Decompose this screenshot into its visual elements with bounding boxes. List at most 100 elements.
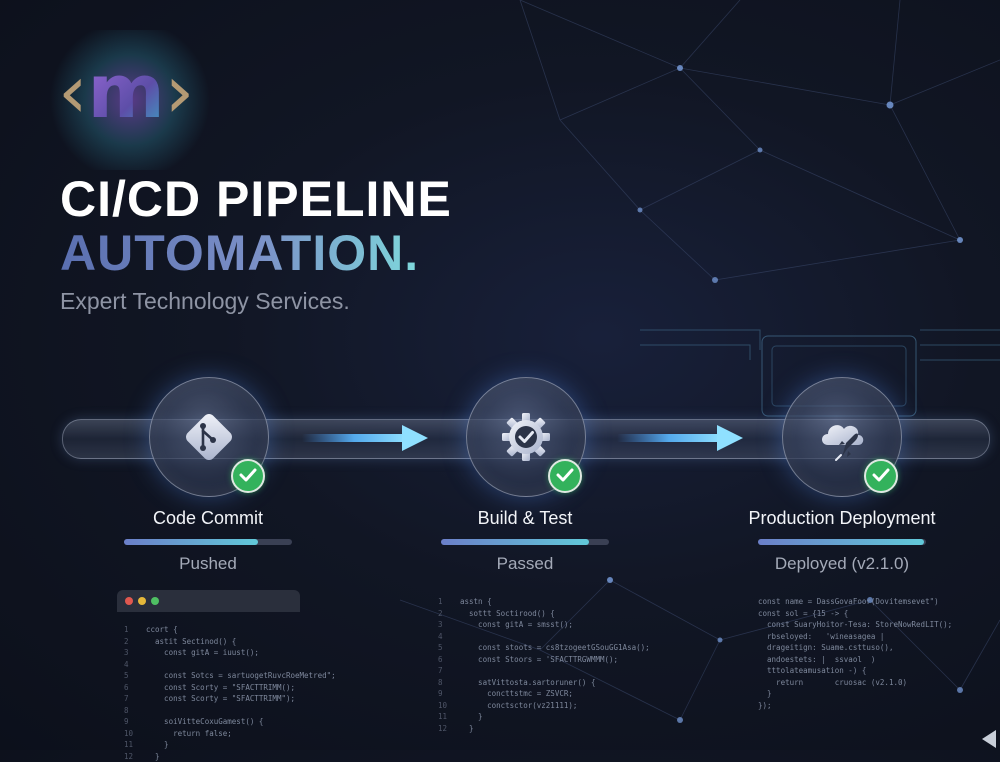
code-line: return cruosac (v2.1.0) — [758, 677, 952, 689]
line-number: 7 — [124, 693, 146, 705]
code-line: }); — [758, 700, 952, 712]
code-text: } — [460, 724, 474, 733]
code-text: const Scorty = "SFACTTRIMM(); — [146, 683, 295, 692]
line-number: 10 — [124, 728, 146, 740]
code-line: drageitign: Suame.csttuso(), — [758, 642, 952, 654]
code-line: 4 — [438, 631, 650, 643]
code-text: drageitign: Suame.csttuso(), — [758, 643, 893, 652]
check-icon — [548, 459, 582, 493]
code-text: }); — [758, 701, 772, 710]
line-number: 4 — [124, 659, 146, 671]
hero-title-line1: CI/CD PIPELINE — [60, 170, 452, 228]
arrow-right-icon — [302, 422, 430, 454]
stage-status: Deployed (v2.1.0) — [712, 554, 972, 574]
line-number: 2 — [124, 636, 146, 648]
code-line: 9 soiVitteCoxuGamest() { — [124, 716, 336, 728]
code-line: 3 const gitA = smsst(); — [438, 619, 650, 631]
code-text: } — [146, 740, 169, 749]
code-text: const Sotcs = sartuogetRuvcRoeMetred"; — [146, 671, 336, 680]
brand-logo: ‹m› — [58, 52, 194, 132]
code-text: andoestets: | ssvaol ) — [758, 655, 875, 664]
stage-progress-fill — [441, 539, 589, 545]
code-line: const sol = {15 -> { — [758, 608, 952, 620]
stage-label: Build & Test — [395, 508, 655, 529]
stage-progress-bar — [758, 539, 926, 545]
window-maximize-dot — [151, 597, 159, 605]
code-text: const sol = {15 -> { — [758, 609, 848, 618]
hero-subtitle: Expert Technology Services. — [60, 288, 350, 315]
code-line: 5 const stoots = cs8tzogeetGSouGG1Asa(); — [438, 642, 650, 654]
code-text: return false; — [146, 729, 232, 738]
code-text: sottt Soctirood() { — [460, 609, 555, 618]
code-text: concttstmc = ZSVCR; — [460, 689, 573, 698]
check-icon — [231, 459, 265, 493]
logo-left-bracket: ‹ — [58, 49, 88, 135]
code-text: } — [146, 752, 160, 761]
cloud-rocket-icon — [812, 407, 872, 467]
line-number: 3 — [438, 619, 460, 631]
code-text: soiVitteCoxuGamest() { — [146, 717, 263, 726]
check-icon — [864, 459, 898, 493]
code-text: } — [460, 712, 483, 721]
code-line: 10 return false; — [124, 728, 336, 740]
code-text: } — [758, 689, 772, 698]
code-text: const Stoors = 'SFACTTRGWMMM(); — [460, 655, 618, 664]
code-text: const SuaryHoitor-Tesa: StoreNowRedLIT()… — [758, 620, 952, 629]
line-number: 4 — [438, 631, 460, 643]
code-text: rbseloyed: 'wineasagea | — [758, 632, 884, 641]
line-number: 1 — [124, 624, 146, 636]
stage-progress-bar — [441, 539, 609, 545]
line-number: 6 — [124, 682, 146, 694]
stage-progress-bar — [124, 539, 292, 545]
line-number: 7 — [438, 665, 460, 677]
code-text: satVittosta.sartoruner() { — [460, 678, 595, 687]
gear-check-icon — [496, 407, 556, 467]
line-number: 10 — [438, 700, 460, 712]
line-number: 11 — [438, 711, 460, 723]
code-text: asstn { — [460, 597, 492, 606]
line-number: 11 — [124, 739, 146, 751]
code-editor-titlebar — [117, 590, 300, 612]
code-line: 2 sottt Soctirood() { — [438, 608, 650, 620]
code-line: } — [758, 688, 952, 700]
logo-letter: m — [88, 49, 165, 135]
window-minimize-dot — [138, 597, 146, 605]
corner-triangle-icon — [982, 730, 996, 748]
code-line: 7 — [438, 665, 650, 677]
window-close-dot — [125, 597, 133, 605]
code-snippet-deploy: const name = DassGovaFoor(Dovitemsevet")… — [758, 596, 952, 711]
stage-status: Pushed — [78, 554, 338, 574]
code-text: const Scorty = "SFACTTRIMM"); — [146, 694, 295, 703]
line-number: 5 — [124, 670, 146, 682]
code-line: rbseloyed: 'wineasagea | — [758, 631, 952, 643]
code-line: 5 const Sotcs = sartuogetRuvcRoeMetred"; — [124, 670, 336, 682]
code-line: tttolateamusation -) { — [758, 665, 952, 677]
line-number: 6 — [438, 654, 460, 666]
hero-title-line2: AUTOMATION. — [60, 224, 419, 282]
line-number: 2 — [438, 608, 460, 620]
line-number: 1 — [438, 596, 460, 608]
line-number: 12 — [438, 723, 460, 735]
line-number: 5 — [438, 642, 460, 654]
code-text: ccort { — [146, 625, 178, 634]
code-line: 6 const Stoors = 'SFACTTRGWMMM(); — [438, 654, 650, 666]
line-number: 12 — [124, 751, 146, 762]
code-line: 7 const Scorty = "SFACTTRIMM"); — [124, 693, 336, 705]
stage-label: Code Commit — [78, 508, 338, 529]
code-line: 12 } — [124, 751, 336, 762]
code-line: 10 conctsctor(vz21111); — [438, 700, 650, 712]
code-line: 9 concttstmc = ZSVCR; — [438, 688, 650, 700]
line-number: 8 — [124, 705, 146, 717]
code-line: 8 — [124, 705, 336, 717]
code-line: andoestets: | ssvaol ) — [758, 654, 952, 666]
code-text: const name = DassGovaFoor(Dovitemsevet") — [758, 597, 939, 606]
code-text: astit Sectinod() { — [146, 637, 236, 646]
code-line: 8 satVittosta.sartoruner() { — [438, 677, 650, 689]
code-line: 2 astit Sectinod() { — [124, 636, 336, 648]
code-text: const stoots = cs8tzogeetGSouGG1Asa(); — [460, 643, 650, 652]
code-line: 4 — [124, 659, 336, 671]
code-text: tttolateamusation -) { — [758, 666, 866, 675]
